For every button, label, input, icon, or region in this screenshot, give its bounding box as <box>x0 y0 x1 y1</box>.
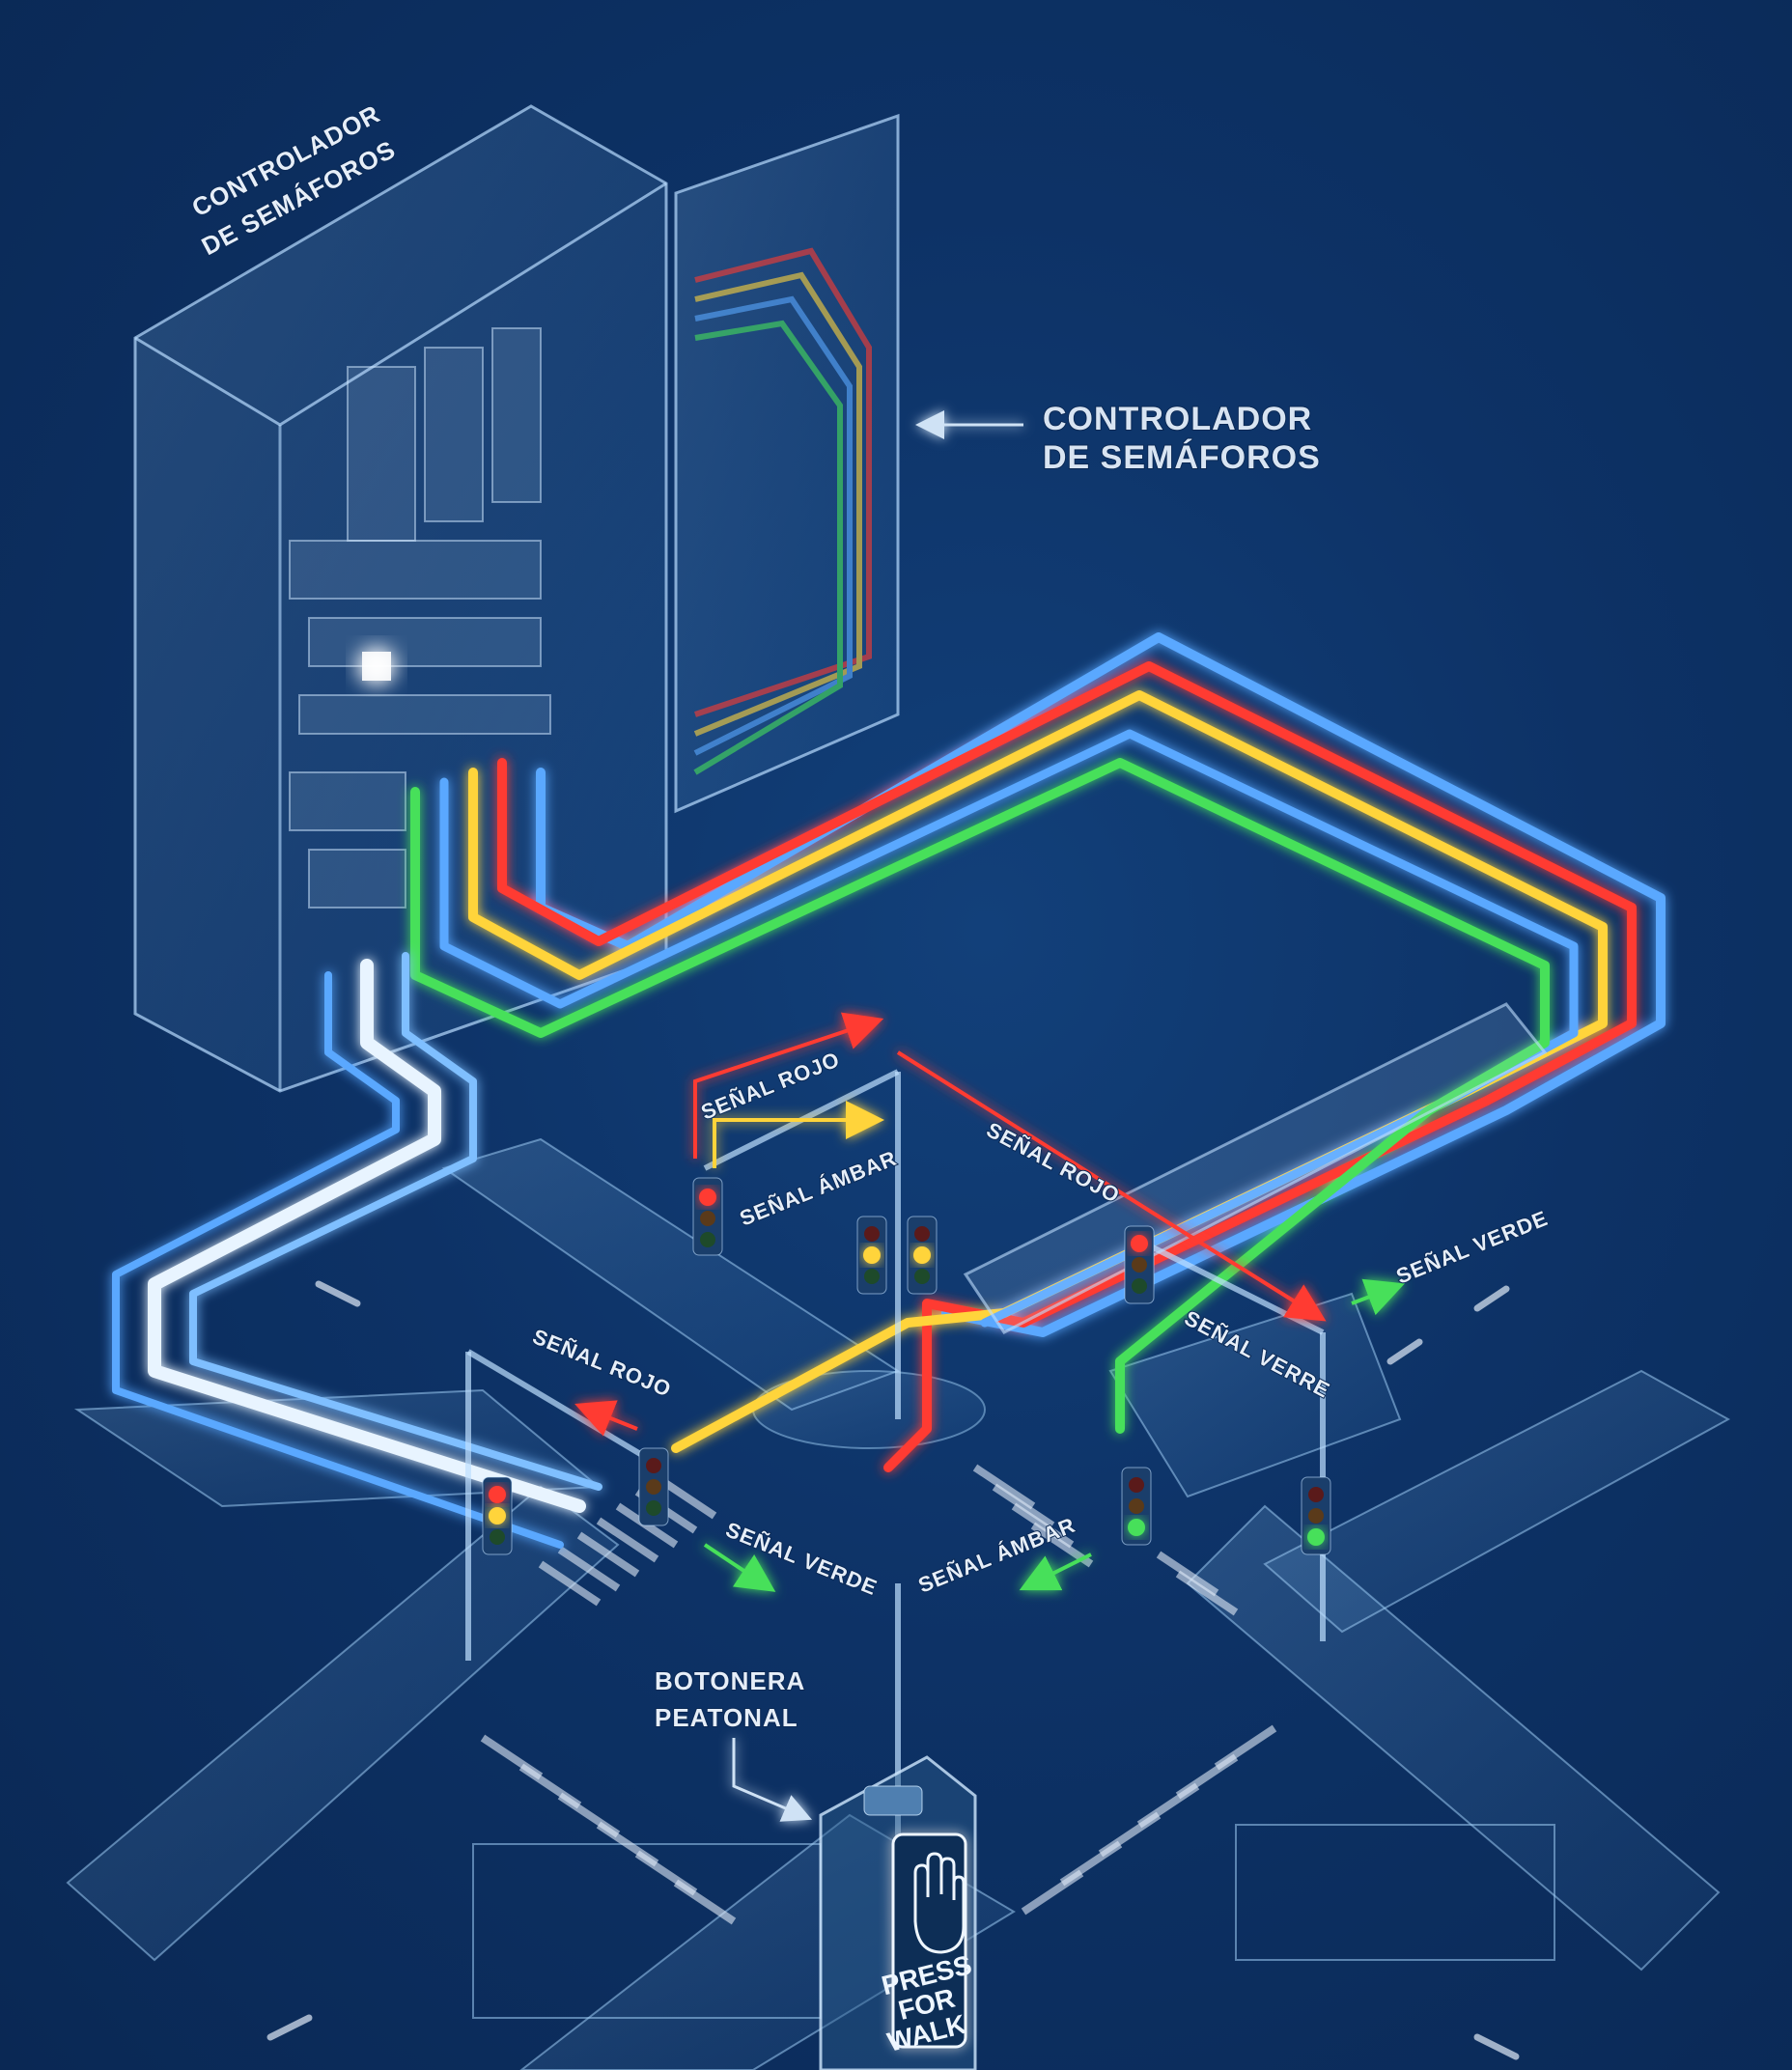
wire-blue-left-2 <box>189 952 602 1491</box>
road-lower-right-block <box>1235 1824 1555 1961</box>
cabinet-light-core <box>362 652 391 681</box>
controller-side-label-2: DE SEMÁFOROS <box>1043 439 1321 476</box>
crosswalk-south-east <box>1021 1724 1277 1916</box>
wire-bundle-main <box>410 632 1666 1472</box>
wire-red <box>497 661 1637 1472</box>
arrow-icon <box>732 1738 813 1822</box>
glass-conduit <box>963 1002 1548 1334</box>
road-right-slab <box>1108 1292 1402 1498</box>
controller-cabinet <box>133 104 900 1093</box>
wire-blue-left <box>112 971 564 1549</box>
wire-green <box>410 758 1550 1434</box>
arrow-icon <box>574 1400 638 1437</box>
wire-white-left <box>148 959 586 1513</box>
traffic-heads <box>482 1177 1331 1555</box>
hand-icon <box>913 1852 966 1954</box>
pedestrian-label-1: BOTONERA <box>655 1666 805 1695</box>
pedestrian-label-2: PEATONAL <box>655 1703 798 1732</box>
crosswalk-south-west <box>480 1734 737 1925</box>
senal-rojo-label-2: SEÑAL ROJO <box>983 1117 1124 1208</box>
traffic-light-icon <box>1121 1467 1152 1546</box>
senal-rojo-label-3: SEÑAL ROJO <box>529 1324 675 1401</box>
traffic-light-icon <box>907 1216 938 1295</box>
arrow-icon <box>703 1543 776 1592</box>
controller-side-label-1: CONTROLADOR <box>1043 401 1312 437</box>
road-diagonal-se <box>1186 1504 1721 1972</box>
traffic-light-icon <box>692 1177 723 1256</box>
panel-button[interactable] <box>863 1785 923 1816</box>
arrow-icon <box>1019 1552 1092 1591</box>
lane-dashes <box>266 1280 1520 2060</box>
traffic-light-icon <box>638 1447 669 1526</box>
cabinet-internals <box>289 327 551 909</box>
road-diagonal-nw <box>66 1485 620 1962</box>
pedestrian-button-panel: PRESS FOR WALK <box>819 1755 977 2070</box>
crosswalks <box>480 1464 1277 1925</box>
senal-verde-label-1: SEÑAL VERDE <box>1393 1206 1552 1289</box>
wire-amber <box>468 690 1608 1453</box>
arrow-icon <box>693 1012 884 1159</box>
senal-verde-label-2: SEÑAL VERDE <box>722 1517 881 1600</box>
signal-arrows <box>574 410 1405 1822</box>
crosswalk-center-east <box>972 1464 1239 1616</box>
traffic-light-icon <box>482 1476 513 1555</box>
door-reflection-wires <box>693 247 872 775</box>
senal-ambar-label-2: SEÑAL ÁMBAR <box>915 1513 1079 1598</box>
pole-west-arm <box>466 1349 649 1461</box>
panel-sign <box>891 1832 967 2049</box>
road-diagonal-ne <box>1263 1369 1731 1634</box>
traffic-light-icon <box>1301 1476 1331 1555</box>
arrow-icon <box>896 1050 1327 1322</box>
arrow-icon <box>713 1101 884 1168</box>
traffic-light-icon <box>1124 1225 1155 1304</box>
traffic-light-icon <box>856 1216 887 1295</box>
wire-bundle-left <box>112 952 602 1549</box>
road-bottom <box>519 1813 1016 2070</box>
arrow-icon <box>1351 1278 1405 1316</box>
